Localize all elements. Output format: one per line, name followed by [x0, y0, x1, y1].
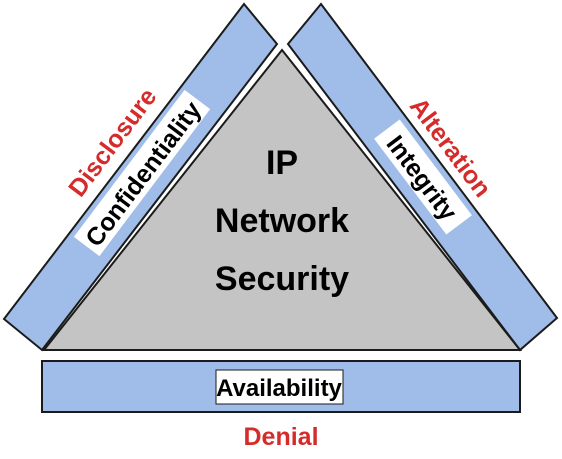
- right-principle-box: [374, 119, 472, 235]
- bottom-principle-box: [215, 369, 344, 405]
- center-line-2: Network: [215, 202, 349, 240]
- left-principle-box: [73, 89, 211, 257]
- center-line-1: IP: [266, 144, 298, 182]
- center-line-3: Security: [215, 260, 349, 298]
- bottom-principle-label: Availability: [216, 375, 342, 402]
- center-title: IP Network Security: [215, 144, 349, 298]
- bottom-threat-label: Denial: [243, 423, 318, 451]
- central-triangle: [41, 48, 523, 351]
